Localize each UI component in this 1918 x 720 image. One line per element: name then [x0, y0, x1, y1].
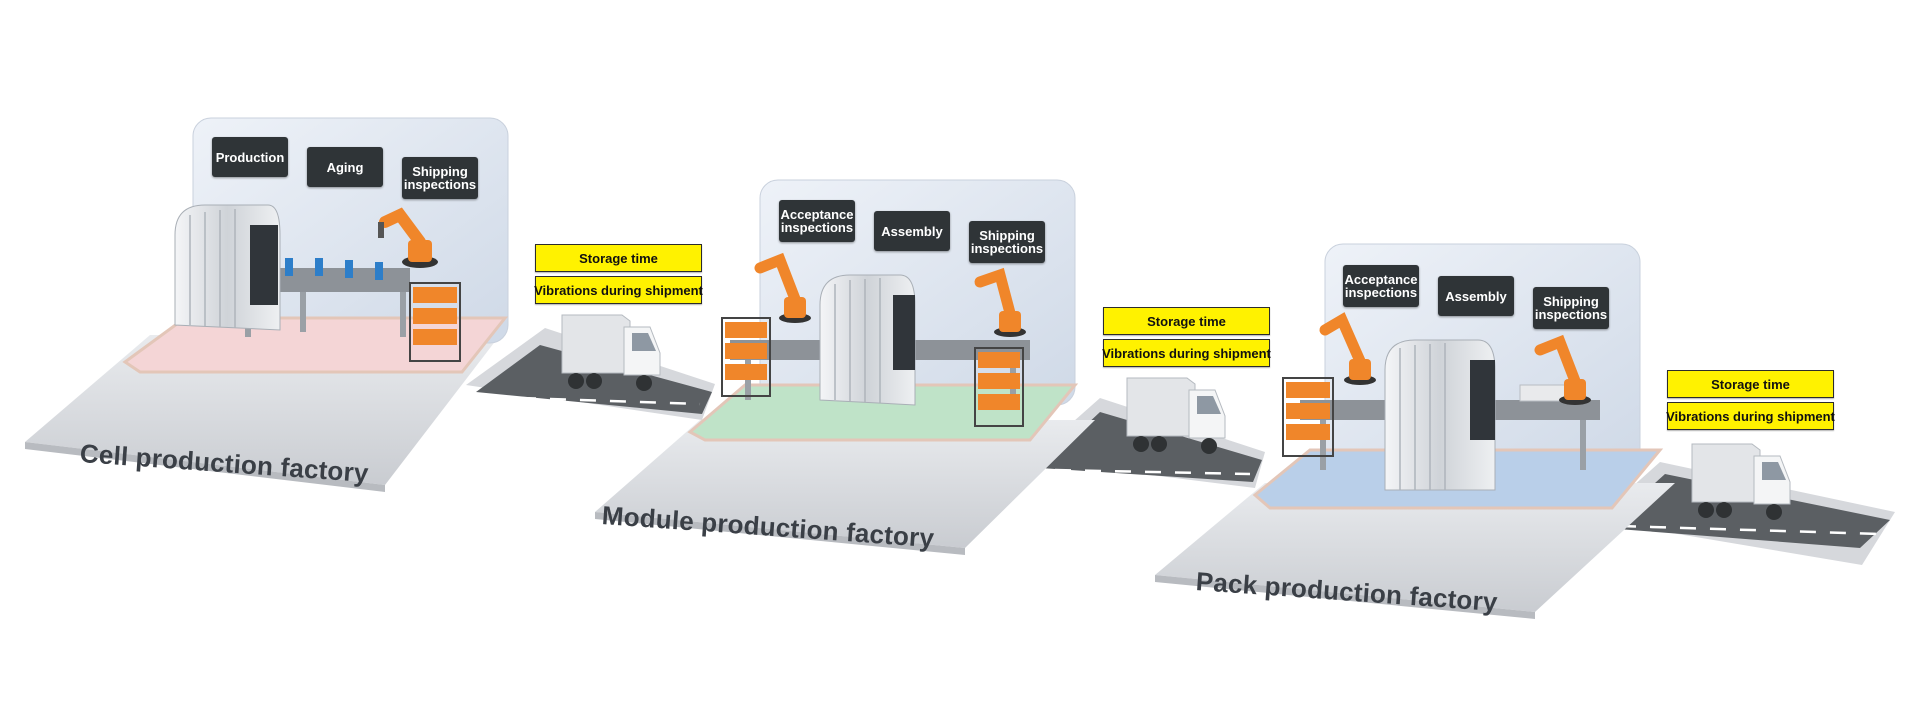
- module-process-label-shipping: Shipping inspections: [969, 221, 1045, 263]
- module-process-label-assembly: Assembly: [874, 211, 950, 251]
- shipment-2-vibration-label: Vibrations during shipment: [1102, 339, 1271, 367]
- delivery-truck-icon: [561, 314, 661, 391]
- module-factory-base: [595, 420, 1095, 548]
- road-segment-3: [1595, 462, 1895, 565]
- cell-robot-arm: [378, 207, 438, 268]
- module-process-label-acceptance: Acceptance inspections: [779, 200, 855, 242]
- pack-process-label-assembly: Assembly: [1438, 276, 1514, 316]
- shipment-1-storage-time-label: Storage time: [535, 244, 702, 272]
- cell-process-label-production: Production: [212, 137, 288, 177]
- module-robot-arm-left: [754, 252, 811, 323]
- shipment-3-storage-time-label: Storage time: [1667, 370, 1834, 398]
- module-storage-rack-left: [721, 317, 771, 397]
- pack-robot-arm-left: [1319, 312, 1376, 385]
- cell-process-label-aging: Aging: [307, 147, 383, 187]
- pack-process-tunnel: [1384, 339, 1496, 491]
- module-robot-arm-right: [974, 267, 1026, 337]
- pack-factory-base: [1155, 483, 1675, 612]
- pack-robot-arm-right: [1534, 334, 1591, 405]
- shipment-2-storage-time-label: Storage time: [1103, 307, 1270, 335]
- module-storage-rack-right: [974, 347, 1024, 427]
- pack-process-label-acceptance: Acceptance inspections: [1343, 265, 1419, 307]
- pack-storage-rack: [1282, 377, 1334, 457]
- cell-process-label-shipping: Shipping inspections: [402, 157, 478, 199]
- cell-storage-rack: [409, 282, 461, 362]
- delivery-truck-icon: [1126, 377, 1226, 454]
- cell-process-tunnel: [174, 204, 281, 331]
- shipment-3-vibration-label: Vibrations during shipment: [1666, 402, 1835, 430]
- module-process-tunnel: [819, 274, 916, 406]
- pack-process-label-shipping: Shipping inspections: [1533, 287, 1609, 329]
- delivery-truck-icon: [1691, 443, 1791, 520]
- shipment-1-vibration-label: Vibrations during shipment: [534, 276, 703, 304]
